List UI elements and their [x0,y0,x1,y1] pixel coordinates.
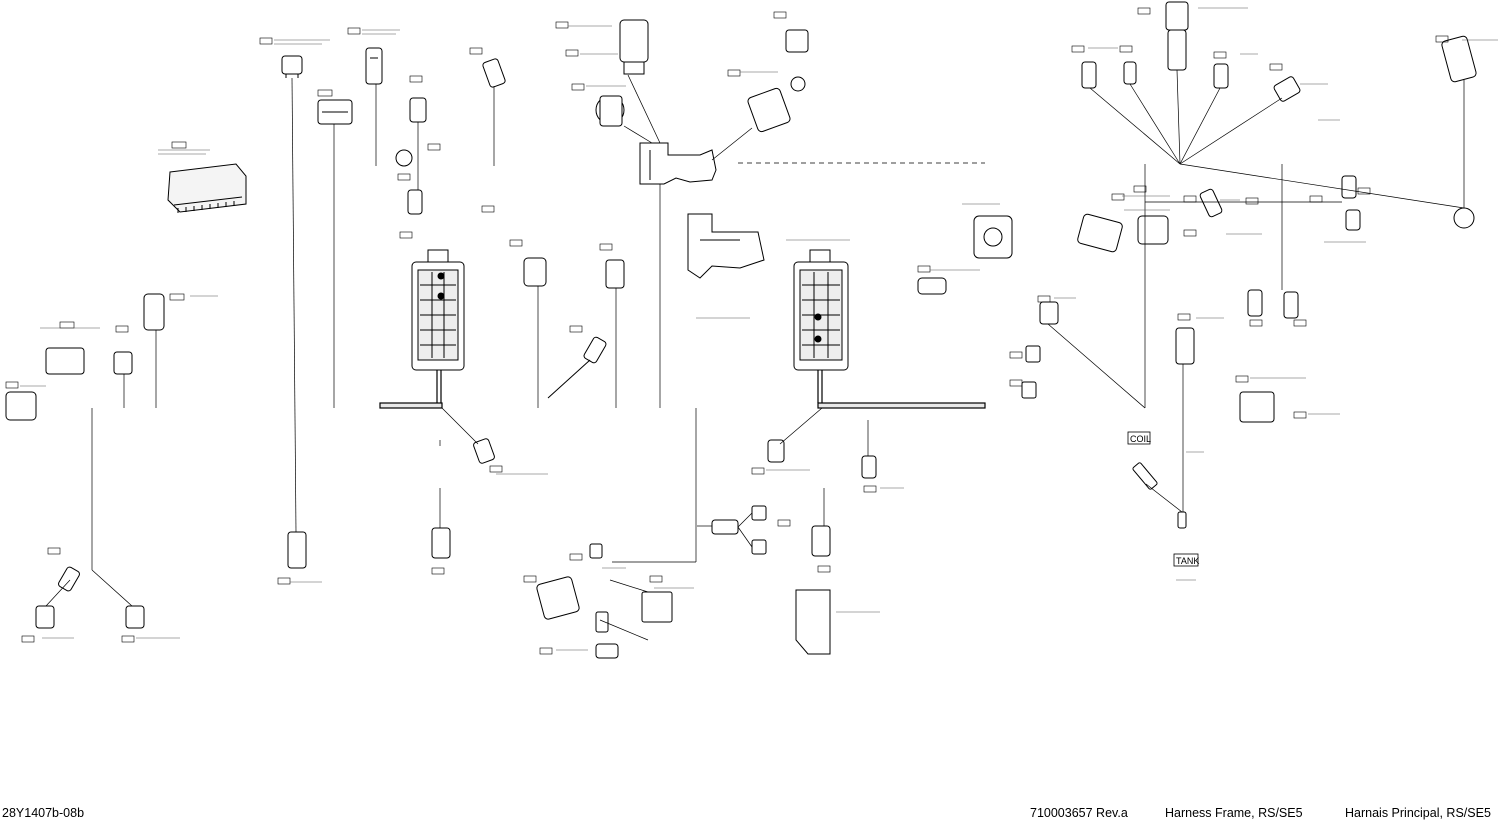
connector-icon [1039,301,1059,325]
connector-icon [790,76,806,92]
connector-icon [317,99,353,125]
connector-icon [747,87,791,133]
connector-icon [595,95,625,127]
junction-bracket-mid [687,213,765,279]
drawing-number: 28Y1407b-08b [2,806,85,820]
connector-icon [1453,207,1475,229]
connector-icon [407,189,423,215]
connector-icon [1132,462,1158,490]
connector-icon [595,643,619,659]
connector-icon [811,525,831,557]
connector-icon [605,259,625,289]
connector-icon [45,347,85,375]
connector-icon [1025,345,1041,363]
connector-icon [861,455,877,479]
connector-icon [767,439,785,463]
part-number: 710003657 Rev.a [1030,806,1128,820]
wire-lines [45,69,1465,641]
connector-icon [1273,76,1301,102]
connector-icon [395,149,413,167]
connector-icon [58,566,80,592]
connector-icon [751,539,767,555]
coil-label-group: COIL [1127,431,1151,445]
connector-group [5,1,1477,659]
fuse-box-left [411,249,465,371]
connector-icon [113,351,133,375]
connector-icon [795,589,831,655]
connector-icon [1177,511,1187,529]
ecu-module [167,163,247,213]
fuse-box-right [793,249,849,371]
callout-note-lines [20,7,1498,651]
connector-icon [595,611,609,633]
connector-icon [35,605,55,629]
title-english: Harness Frame, RS/SE5 [1165,806,1303,820]
connector-icon [711,519,739,535]
connector-icon [641,591,673,623]
connector-icon [536,576,580,620]
title-french: Harnais Principal, RS/SE5 [1345,806,1491,820]
harness-trunks [379,370,986,409]
connector-icon [473,438,495,464]
connector-icon [523,257,547,287]
connector-icon [917,277,947,295]
connector-icon [1199,188,1223,218]
connector-icon [973,215,1013,259]
connector-icon [1077,213,1123,253]
connector-icon [1345,209,1361,231]
connector-icon [5,391,37,421]
connector-icon [1239,391,1275,423]
connector-icon [1123,61,1137,85]
callout-labels [5,7,1449,655]
connector-icon [482,58,506,88]
tank-label: TANK [1176,556,1199,566]
connector-icon [409,97,427,123]
tank-label-group: TANK [1173,553,1199,567]
connector-icon [1247,289,1263,317]
connector-icon [1213,63,1229,89]
connector-icon [143,293,165,331]
connector-icon [619,19,649,75]
connector-icon [751,505,767,521]
connector-icon [1341,175,1357,199]
connector-icon [785,29,809,53]
connector-icon [1283,291,1299,319]
coil-label: COIL [1130,434,1151,444]
connector-icon [1441,35,1477,83]
connector-icon [1175,327,1195,365]
connector-icon [589,543,603,559]
connector-icon [1137,215,1169,245]
junction-bracket-top [639,142,717,185]
connector-icon [365,47,383,85]
connector-icon [125,605,145,629]
connector-icon [1081,61,1097,89]
connector-icon [547,336,607,399]
connector-icon [1165,1,1189,71]
connector-icon [287,531,307,569]
connector-icon [1021,381,1037,399]
connector-icon [431,527,451,559]
connector-icon [281,55,303,78]
